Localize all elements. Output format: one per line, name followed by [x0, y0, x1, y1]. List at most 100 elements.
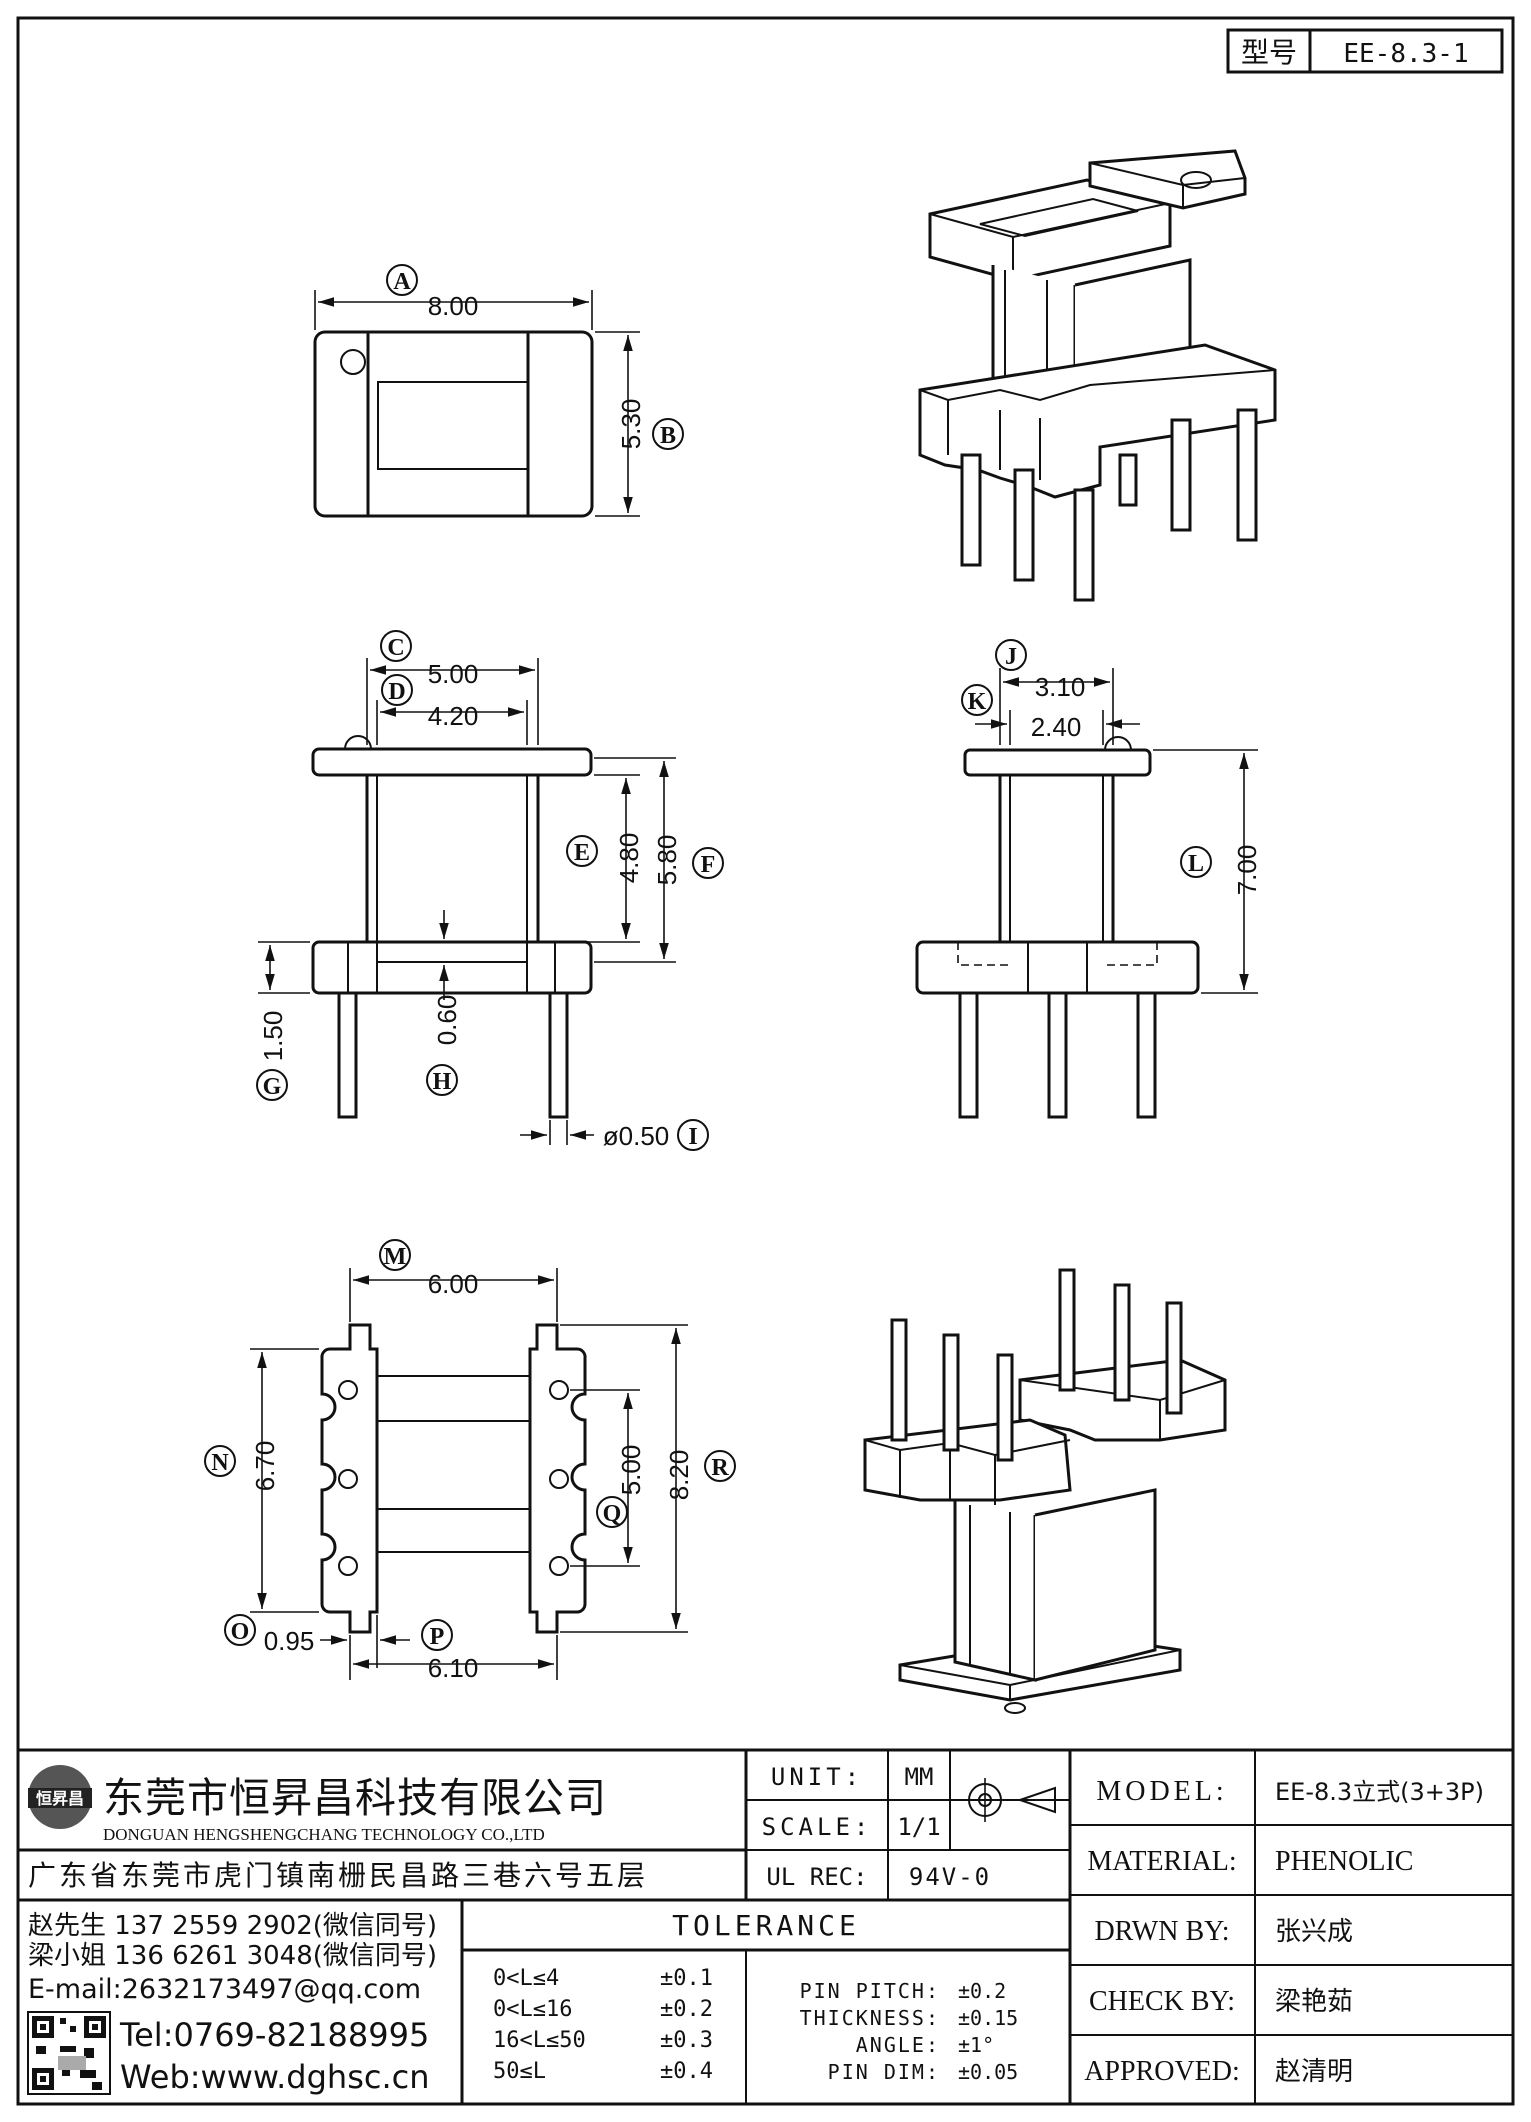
unit-label: UNIT:	[771, 1763, 863, 1791]
dim-d: 4.20	[428, 701, 479, 731]
tol-range-1: 0<L≤4	[493, 1966, 559, 1991]
company-name-en: DONGUAN HENGSHENGCHANG TECHNOLOGY CO.,LT…	[103, 1825, 545, 1844]
approved-value: 赵清明	[1275, 2057, 1353, 2087]
ul-label: UL REC:	[766, 1863, 867, 1891]
top-view: 8.00 A 5.30 B	[313, 264, 684, 518]
label-k: K	[968, 689, 987, 715]
front-pin-right	[548, 991, 569, 1119]
tol-item-4: PIN DIM:	[828, 2060, 940, 2084]
top-view-core-window	[377, 381, 529, 470]
dim-n: 6.70	[250, 1441, 280, 1492]
front-pin-left	[337, 991, 358, 1119]
side-top-flange	[963, 748, 1152, 777]
label-p: P	[430, 1624, 445, 1650]
dim-e: 4.80	[614, 833, 644, 884]
dim-f: 5.80	[652, 835, 682, 886]
tol-item-value-2: ±0.15	[958, 2006, 1018, 2030]
dim-j: 3.10	[1035, 672, 1086, 702]
material-label: MATERIAL:	[1087, 1846, 1236, 1877]
dim-c: 5.00	[428, 659, 479, 689]
drawn-label: DRWN BY:	[1094, 1916, 1229, 1947]
dim-r: 8.20	[664, 1450, 694, 1501]
tol-range-4: 50≤L	[493, 2059, 546, 2084]
dim-m: 6.00	[428, 1269, 479, 1299]
label-f: F	[701, 852, 716, 878]
dim-p: 6.10	[428, 1653, 479, 1683]
tol-item-1: PIN PITCH:	[800, 1979, 940, 2003]
dim-o: 0.95	[264, 1626, 315, 1656]
label-b: B	[660, 423, 676, 449]
contact-1: 赵先生 137 2559 2902(微信同号)	[28, 1911, 437, 1941]
model-value: EE-8.3立式(3+3P)	[1275, 1778, 1484, 1806]
label-d: D	[388, 679, 405, 705]
title-block: 恒昇昌 东莞市恒昇昌科技有限公司 DONGUAN HENGSHENGCHANG …	[18, 1748, 1513, 2104]
company-logo: 恒昇昌	[28, 1765, 92, 1829]
ul-value: 94V-0	[909, 1863, 991, 1891]
scale-value: 1/1	[897, 1813, 940, 1841]
company-address: 广东省东莞市虎门镇南栅民昌路三巷六号五层	[28, 1859, 648, 1892]
dim-b: 5.30	[616, 399, 646, 450]
dim-q: 5.00	[616, 1445, 646, 1496]
drawn-value: 张兴成	[1275, 1917, 1353, 1947]
label-l: L	[1188, 851, 1204, 877]
side-pin-left	[958, 991, 979, 1119]
material-value: PHENOLIC	[1275, 1846, 1413, 1877]
label-o: O	[231, 1619, 250, 1645]
tol-value-4: ±0.4	[660, 2059, 713, 2084]
bottom-view: 6.00 M 6.70 N 5.00 Q 8.20 R 0.95 O P 6.1…	[204, 1239, 736, 1683]
tol-item-2: THICKNESS:	[800, 2006, 940, 2030]
isometric-view-top	[918, 149, 1277, 602]
dim-a: 8.00	[428, 291, 479, 321]
tol-value-2: ±0.2	[660, 1997, 713, 2022]
label-n: N	[211, 1450, 229, 1476]
tol-value-3: ±0.3	[660, 2028, 713, 2053]
dim-l: 7.00	[1232, 845, 1262, 896]
logo-text: 恒昇昌	[36, 1789, 84, 1808]
tol-item-3: ANGLE:	[856, 2033, 940, 2057]
check-value: 梁艳茹	[1275, 1987, 1353, 2017]
model-header-value: EE-8.3-1	[1343, 39, 1468, 69]
front-base-flange	[311, 940, 593, 995]
side-pin-right	[1136, 991, 1157, 1119]
scale-label: SCALE:	[762, 1813, 873, 1841]
contact-email: E-mail:2632173497@qq.com	[28, 1974, 421, 2005]
contact-2: 梁小姐 136 6261 3048(微信同号)	[28, 1941, 437, 1971]
side-base-flange	[915, 940, 1200, 995]
label-g: G	[263, 1074, 282, 1100]
front-view: 5.00 C 4.20 D 4.80 E 5.80 F 1.50 G 0.60 …	[256, 630, 724, 1151]
dim-k: 2.40	[1031, 712, 1082, 742]
projection-symbol-icon	[962, 1778, 1056, 1822]
label-c: C	[387, 635, 404, 661]
side-view: 3.10 J 2.40 K 7.00 L	[915, 639, 1262, 1119]
label-i: I	[688, 1124, 697, 1150]
tol-range-2: 0<L≤16	[493, 1997, 572, 2022]
front-top-flange	[311, 747, 593, 777]
bottom-right-flange	[528, 1323, 587, 1634]
approved-label: APPROVED:	[1084, 2056, 1240, 2087]
dim-h: 0.60	[432, 995, 462, 1046]
label-r: R	[711, 1455, 729, 1481]
unit-value: MM	[905, 1763, 934, 1791]
contact-tel: Tel:0769-82188995	[119, 2016, 429, 2054]
label-m: M	[384, 1244, 407, 1270]
tol-item-value-3: ±1°	[958, 2033, 994, 2057]
tol-value-1: ±0.1	[660, 1966, 713, 1991]
top-view-flange-outline	[313, 330, 594, 518]
bottom-left-flange	[320, 1323, 379, 1634]
label-j: J	[1005, 644, 1017, 670]
contact-web: Web:www.dghsc.cn	[120, 2058, 430, 2096]
tol-range-3: 16<L≤50	[493, 2028, 586, 2053]
dim-i: ø0.50	[603, 1121, 670, 1151]
model-header-label: 型号	[1241, 36, 1297, 69]
label-a: A	[393, 269, 411, 295]
model-label: MODEL:	[1096, 1776, 1227, 1807]
isometric-view-bottom	[863, 1268, 1227, 1714]
top-view-locator-hole	[340, 349, 366, 375]
tol-item-value-4: ±0.05	[958, 2060, 1018, 2084]
qr-code	[27, 2011, 111, 2095]
model-header: 型号 EE-8.3-1	[1226, 28, 1504, 74]
label-e: E	[574, 840, 590, 866]
dim-g: 1.50	[258, 1011, 288, 1062]
tolerance-title: TOLERANCE	[672, 1909, 860, 1942]
